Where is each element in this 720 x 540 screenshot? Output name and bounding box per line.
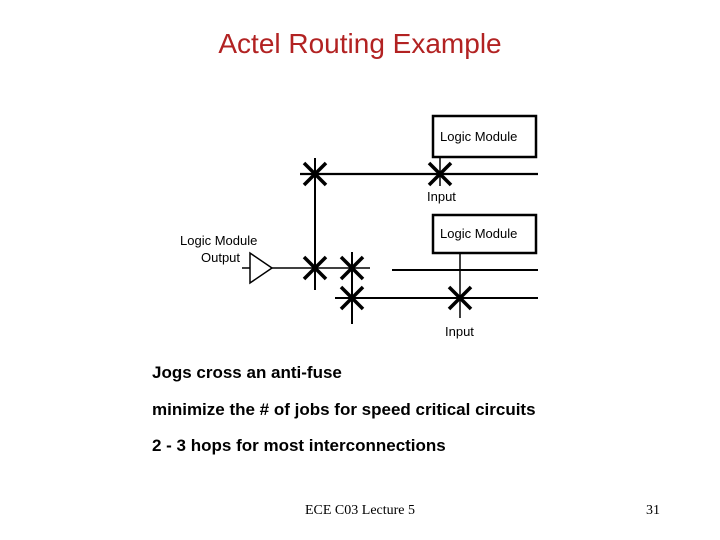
bottom-logic-module-box xyxy=(431,213,538,255)
bottom-logic-module-label: Logic Module xyxy=(440,226,518,241)
antifuse-x-top-left xyxy=(302,161,328,187)
output-buffer-triangle xyxy=(249,251,274,285)
footer-course: ECE C03 Lecture 5 xyxy=(304,503,416,518)
output-label-line2: Output xyxy=(201,250,241,265)
top-logic-module-label: Logic Module xyxy=(440,129,518,144)
output-label-line1: Logic Module xyxy=(180,233,258,248)
bullet-point: 2 - 3 hops for most interconnections xyxy=(152,436,446,455)
bullet-point: Jogs cross an anti-fuse xyxy=(152,363,342,382)
bottom-input-label: Input xyxy=(445,324,474,339)
top-input-label: Input xyxy=(427,189,456,204)
antifuse-x-bottom-left xyxy=(339,285,365,311)
antifuse-x-output-right xyxy=(339,255,365,281)
antifuse-x-output-left xyxy=(302,255,328,281)
antifuse-x-bottom-right xyxy=(447,285,473,311)
slide-title: Actel Routing Example xyxy=(218,28,502,59)
antifuse-x-top-right xyxy=(427,161,453,187)
bullet-point: minimize the # of jobs for speed critica… xyxy=(152,400,536,419)
top-logic-module-box xyxy=(431,114,538,159)
page-number: 31 xyxy=(646,503,660,518)
